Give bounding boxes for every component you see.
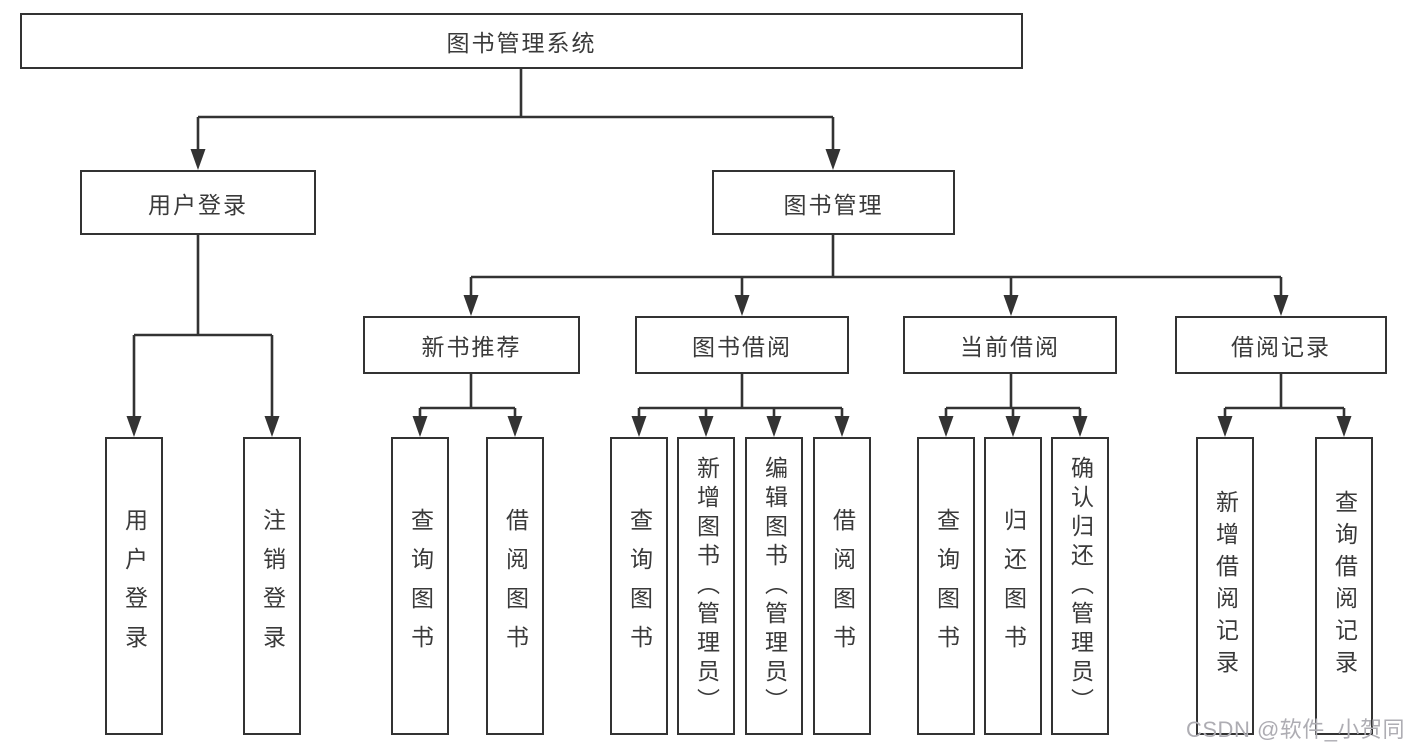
connector-root-to-level2 (190, 69, 841, 170)
node-book-borrowing: 图书借阅 (635, 316, 849, 374)
connector-new-book-recommendation-to-children (412, 374, 523, 437)
csdn-watermark: CSDN @软件_小贺同学 (1186, 717, 1405, 742)
node-label: 借阅记录 (1231, 334, 1331, 360)
node-label: 确认归还（管理员） (1067, 455, 1094, 717)
node-label: 用户登录 (148, 191, 248, 218)
node-current-borrowing: 当前借阅 (903, 316, 1117, 374)
node-label: 当前借阅 (960, 334, 1060, 360)
node-label: 编辑图书（管理员） (761, 455, 788, 717)
node-user-login: 用户登录 (80, 170, 316, 235)
connector-book-borrowing-to-children (631, 374, 850, 437)
node-edit-books-admin: 编辑图书（管理员） (745, 437, 803, 735)
node-user-login-leaf: 用户登录 (105, 437, 163, 735)
node-label: 新增图书（管理员） (693, 455, 720, 717)
node-label: 归还图书 (1000, 508, 1027, 664)
node-add-books-admin: 新增图书（管理员） (677, 437, 735, 735)
node-logout: 注销登录 (243, 437, 301, 735)
node-book-management: 图书管理 (712, 170, 955, 235)
node-label: 借阅图书 (502, 508, 529, 664)
node-label: 图书借阅 (692, 334, 792, 360)
node-label: 查询图书 (407, 508, 434, 664)
node-borrow-books-leaf: 借阅图书 (813, 437, 871, 735)
node-query-books-borrowing: 查询图书 (610, 437, 668, 735)
node-label: 用户登录 (121, 508, 148, 664)
node-query-books-current: 查询图书 (917, 437, 975, 735)
node-label: 图书管理系统 (446, 30, 597, 56)
node-confirm-return-admin: 确认归还（管理员） (1051, 437, 1109, 735)
node-label: 新增借阅记录 (1212, 490, 1239, 682)
node-add-borrow-record: 新增借阅记录 (1196, 437, 1254, 735)
connector-borrowing-records-to-children (1217, 374, 1352, 437)
node-label: 新书推荐 (421, 334, 522, 360)
node-borrow-books-recommend: 借阅图书 (486, 437, 544, 735)
node-label: 查询图书 (626, 508, 653, 664)
node-label: 图书管理 (783, 191, 884, 218)
node-query-borrow-record: 查询借阅记录 (1315, 437, 1373, 735)
node-borrowing-records: 借阅记录 (1175, 316, 1387, 374)
connector-book-management-to-level3 (463, 235, 1289, 316)
node-query-books-recommend: 查询图书 (391, 437, 449, 735)
node-label: 注销登录 (259, 508, 286, 664)
node-return-books: 归还图书 (984, 437, 1042, 735)
node-label: 借阅图书 (829, 508, 856, 664)
node-new-book-recommendation: 新书推荐 (363, 316, 580, 374)
node-library-management-system: 图书管理系统 (20, 13, 1023, 69)
connector-user-login-to-children (126, 235, 280, 437)
node-label: 查询借阅记录 (1331, 490, 1358, 682)
connector-current-borrowing-to-children (938, 374, 1088, 437)
node-label: 查询图书 (933, 508, 960, 664)
